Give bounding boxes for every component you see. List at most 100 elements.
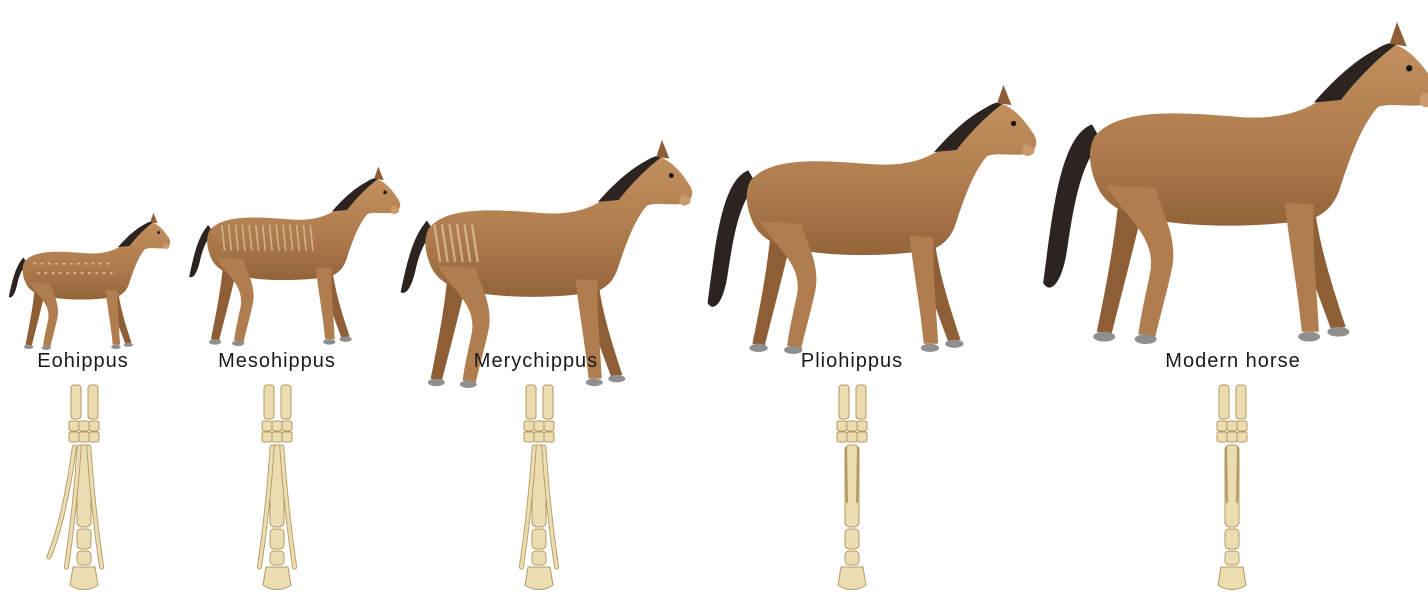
pliohippus-hoof-0 <box>749 344 767 352</box>
merychippus-eye <box>669 173 674 178</box>
merychippus-carpal-02 <box>544 421 554 431</box>
eohippus-spot-19 <box>95 272 98 274</box>
mesohippus-ulna <box>281 385 291 419</box>
mesohippus-horse <box>189 166 400 346</box>
pliohippus-ear <box>997 85 1011 105</box>
modern-splint-0 <box>1226 447 1227 503</box>
merychippus-hoof-bone <box>525 567 553 590</box>
eohippus-spot-1 <box>41 263 44 265</box>
mesohippus-hoof-3 <box>339 336 351 341</box>
mesohippus-carpal-02 <box>282 421 292 431</box>
pliohippus-foot-skeleton <box>837 385 867 590</box>
eohippus-hoof-bone <box>70 567 98 590</box>
pliohippus-hoof-1 <box>784 346 802 354</box>
modern-carpal-11 <box>1227 432 1237 442</box>
eohippus-spot-15 <box>66 272 69 274</box>
mesohippus-radius <box>264 385 274 419</box>
mesohippus-carpal-00 <box>262 421 272 431</box>
modern-eye <box>1406 65 1412 71</box>
mesohippus-hoof-bone <box>263 567 291 590</box>
eohippus-spot-11 <box>37 272 40 274</box>
merychippus-carpal-00 <box>524 421 534 431</box>
eohippus-hoof-2 <box>111 345 120 349</box>
eohippus-hoof-3 <box>124 343 133 347</box>
mesohippus-carpal-01 <box>272 421 282 431</box>
eohippus-spot-12 <box>44 272 47 274</box>
eohippus-spot-13 <box>51 272 54 274</box>
merychippus-carpal-01 <box>534 421 544 431</box>
eohippus-carpal-02 <box>89 421 99 431</box>
mesohippus-phalanx-2 <box>270 551 284 565</box>
eohippus-spot-20 <box>102 272 105 274</box>
mesohippus-hoof-2 <box>323 339 335 344</box>
eohippus-foot-skeleton <box>49 385 102 590</box>
mesohippus-carpal-12 <box>282 432 292 442</box>
merychippus-radius <box>526 385 536 419</box>
modern-foot-skeleton <box>1217 385 1247 590</box>
modern-horse <box>1043 22 1428 344</box>
eohippus-carpal-11 <box>79 432 89 442</box>
eohippus-spot-21 <box>110 272 113 274</box>
merychippus-foot-skeleton <box>521 385 556 590</box>
modern-carpal-01 <box>1227 421 1237 431</box>
eohippus-phalanx-2 <box>77 551 91 565</box>
eohippus-spot-7 <box>84 263 87 265</box>
mesohippus-eye <box>383 191 387 195</box>
eohippus-spot-6 <box>77 263 80 265</box>
modern-phalanx-1 <box>1225 529 1239 549</box>
pliohippus-radius <box>839 385 849 419</box>
pliohippus-carpal-10 <box>837 432 847 442</box>
pliohippus-carpal-11 <box>847 432 857 442</box>
pliohippus-ulna <box>856 385 866 419</box>
pliohippus-hoof-3 <box>945 340 963 348</box>
merychippus-carpal-10 <box>524 432 534 442</box>
eohippus-hoof-0 <box>24 345 33 349</box>
pliohippus-horse <box>708 85 1037 354</box>
eohippus-phalanx-1 <box>77 529 91 549</box>
modern-radius <box>1219 385 1229 419</box>
merychippus-carpal-11 <box>534 432 544 442</box>
modern-hoof-3 <box>1327 327 1349 337</box>
merychippus-hoof-0 <box>428 379 445 387</box>
eohippus-carpal-00 <box>69 421 79 431</box>
modern-hoof-bone <box>1218 567 1246 590</box>
mesohippus-carpal-10 <box>262 432 272 442</box>
eohippus-eye <box>157 231 160 234</box>
eohippus-ear <box>150 213 157 223</box>
eohippus-spot-10 <box>106 263 109 265</box>
eohippus-ulna <box>88 385 98 419</box>
pliohippus-phalanx-1 <box>845 529 859 549</box>
pliohippus-carpal-12 <box>857 432 867 442</box>
merychippus-hoof-1 <box>460 380 477 388</box>
eohippus-spot-5 <box>70 263 73 265</box>
modern-splint-1 <box>1237 447 1238 503</box>
label-merychippus: Merychippus <box>474 350 598 373</box>
eohippus-spot-3 <box>55 263 58 265</box>
eohippus-carpal-01 <box>79 421 89 431</box>
merychippus-hoof-3 <box>608 375 625 383</box>
pliohippus-splint-0 <box>846 447 847 503</box>
mesohippus-hoof-0 <box>209 339 221 344</box>
eohippus-horse <box>9 213 170 350</box>
pliohippus-eye <box>1011 121 1016 126</box>
pliohippus-hoof-2 <box>921 344 939 352</box>
merychippus-ulna <box>543 385 553 419</box>
eohippus-spot-14 <box>59 272 62 274</box>
modern-carpal-02 <box>1237 421 1247 431</box>
eohippus-spot-9 <box>99 263 102 265</box>
eohippus-carpal-12 <box>89 432 99 442</box>
modern-hoof-2 <box>1298 332 1320 342</box>
merychippus-ear <box>656 140 669 159</box>
merychippus-phalanx-1 <box>532 529 546 549</box>
eohippus-spot-18 <box>88 272 91 274</box>
modern-carpal-00 <box>1217 421 1227 431</box>
label-mesohippus: Mesohippus <box>218 350 336 373</box>
label-modern-horse: Modern horse <box>1165 350 1300 373</box>
pliohippus-carpal-00 <box>837 421 847 431</box>
eohippus-spot-16 <box>73 272 76 274</box>
pliohippus-splint-1 <box>857 447 858 503</box>
mesohippus-ear <box>374 166 384 180</box>
eohippus-spot-8 <box>91 263 94 265</box>
mesohippus-phalanx-1 <box>270 529 284 549</box>
